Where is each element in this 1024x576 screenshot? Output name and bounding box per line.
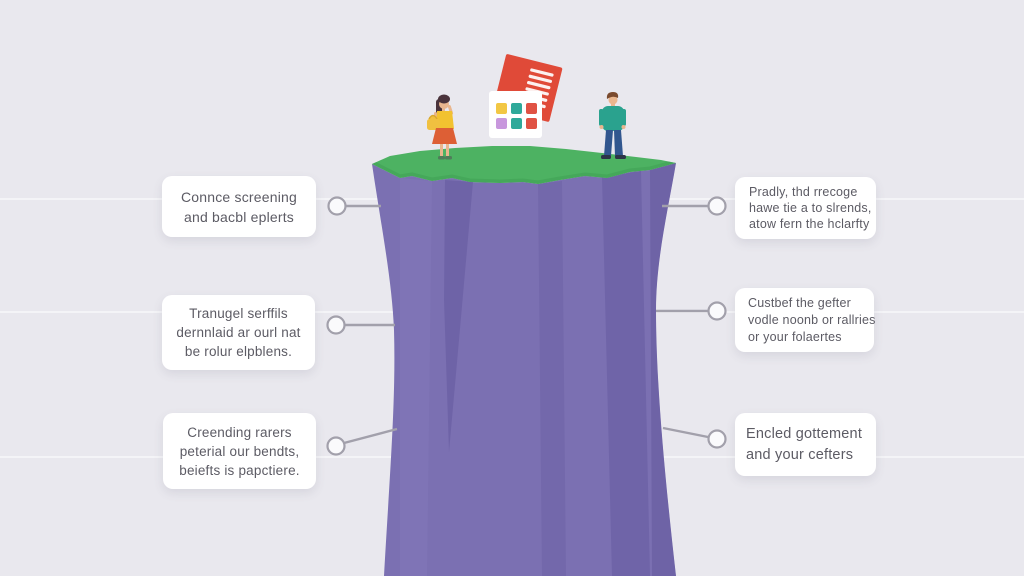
callout-right-1: Pradly, thd rrecoge hawe tie a to slrend… <box>735 177 876 239</box>
callout-text-line: Creending rarers <box>187 424 292 440</box>
callout-text-line: and your cefters <box>746 446 854 463</box>
callout-text-line: beiefts is papctiere. <box>179 462 300 478</box>
connector-right-3 <box>662 426 727 449</box>
callout-left-2: Tranugel serffils dernnlaid ar ourl nat … <box>162 295 315 370</box>
cliff <box>372 163 676 576</box>
woman-figure <box>427 94 457 160</box>
callout-text-line: or your folaertes <box>748 329 842 344</box>
callout-text-line: Connce screening <box>180 188 298 205</box>
callout-text-line: vodle noonb or rallries <box>748 312 876 327</box>
callout-text-line: Pradly, thd rrecoge <box>749 185 858 199</box>
callout-text-line: and bacbl eplerts <box>183 208 295 225</box>
callout-left-3: Creending rarers peterial our bendts, be… <box>163 413 316 489</box>
callout-left-1: Connce screening and bacbl eplerts <box>162 176 316 237</box>
callout-text-line: hawe tie a to slrends, <box>749 201 872 215</box>
ballot-card-icon <box>489 91 542 138</box>
callout-text-line: Custbef the gefter <box>748 295 851 310</box>
connector-left-3 <box>326 427 398 456</box>
man-figure <box>599 92 626 159</box>
connector-left-1 <box>327 196 381 216</box>
callout-text-line: Tranugel serffils <box>189 306 288 321</box>
connector-left-2 <box>326 315 395 335</box>
cliff-facets <box>400 163 676 576</box>
callout-text-line: Encled gottement <box>746 425 863 442</box>
callout-right-2: Custbef the gefter vodle noonb or rallri… <box>735 288 876 352</box>
connector-right-1 <box>662 196 727 216</box>
callout-text-line: dernnlaid ar ourl nat <box>176 325 301 340</box>
callout-right-3: Encled gottement and your cefters <box>735 413 876 476</box>
callout-text-line: peterial our bendts, <box>179 443 300 459</box>
callout-text-line: be rolur elpblens. <box>184 344 293 359</box>
connector-right-2 <box>656 301 727 321</box>
callout-text-line: atow fern the hclarfty <box>749 217 870 231</box>
